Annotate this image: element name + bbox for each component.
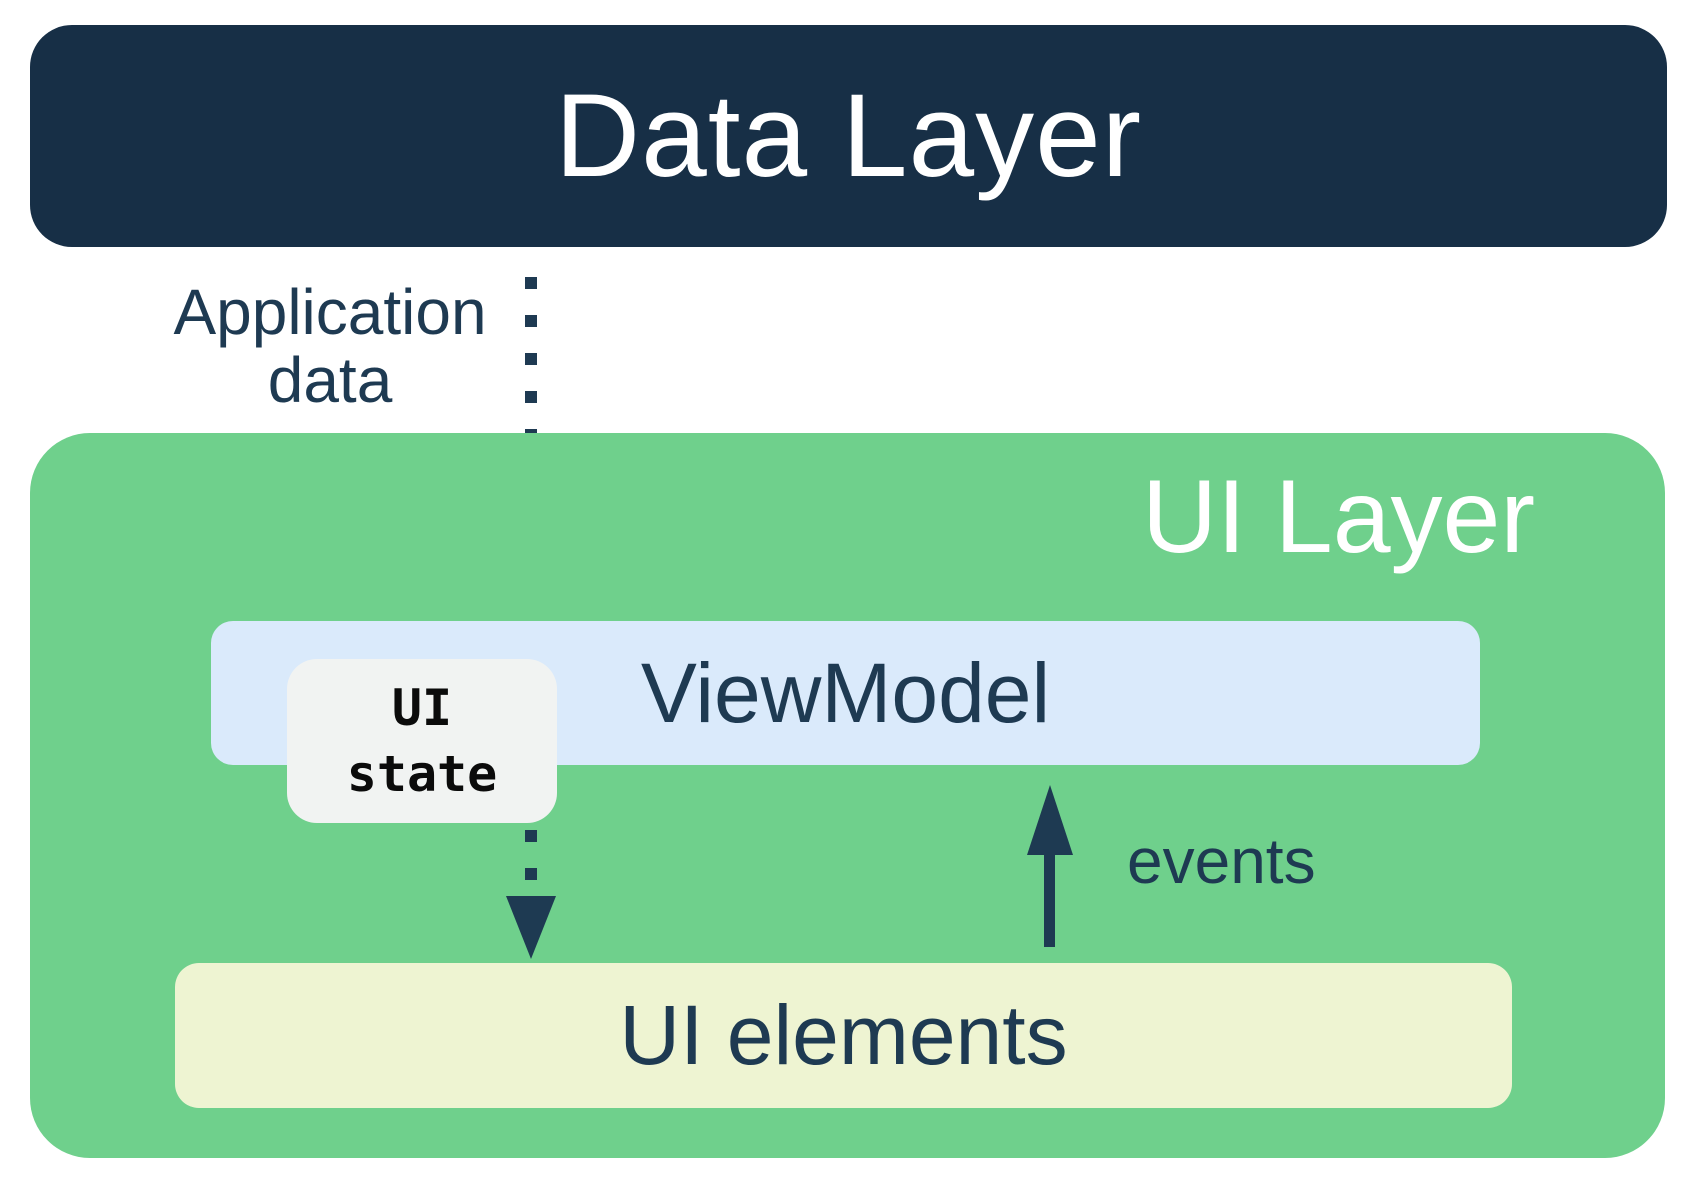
ui-state-label-line2: state [346,745,498,803]
application-data-label-line2: data [267,344,393,416]
ui-elements-box: UI elements [175,963,1512,1108]
viewmodel-label: ViewModel [640,645,1051,740]
ui-state-chip: UI state [287,659,557,823]
ui-layer-title: UI Layer [1141,459,1535,575]
down-arrow-icon [506,896,556,959]
ui-state-label-line1: UI [391,679,453,737]
events-label: events [1127,825,1316,897]
up-arrow-icon [1027,785,1073,855]
application-data-label-line1: Application [173,276,487,348]
data-layer-box: Data Layer [30,25,1667,247]
data-layer-title: Data Layer [554,70,1143,202]
application-data-label: Application data [170,278,490,414]
ui-elements-label: UI elements [619,988,1068,1082]
events-arrow-shaft [1044,850,1055,947]
ui-state-dotted-line [525,830,537,896]
